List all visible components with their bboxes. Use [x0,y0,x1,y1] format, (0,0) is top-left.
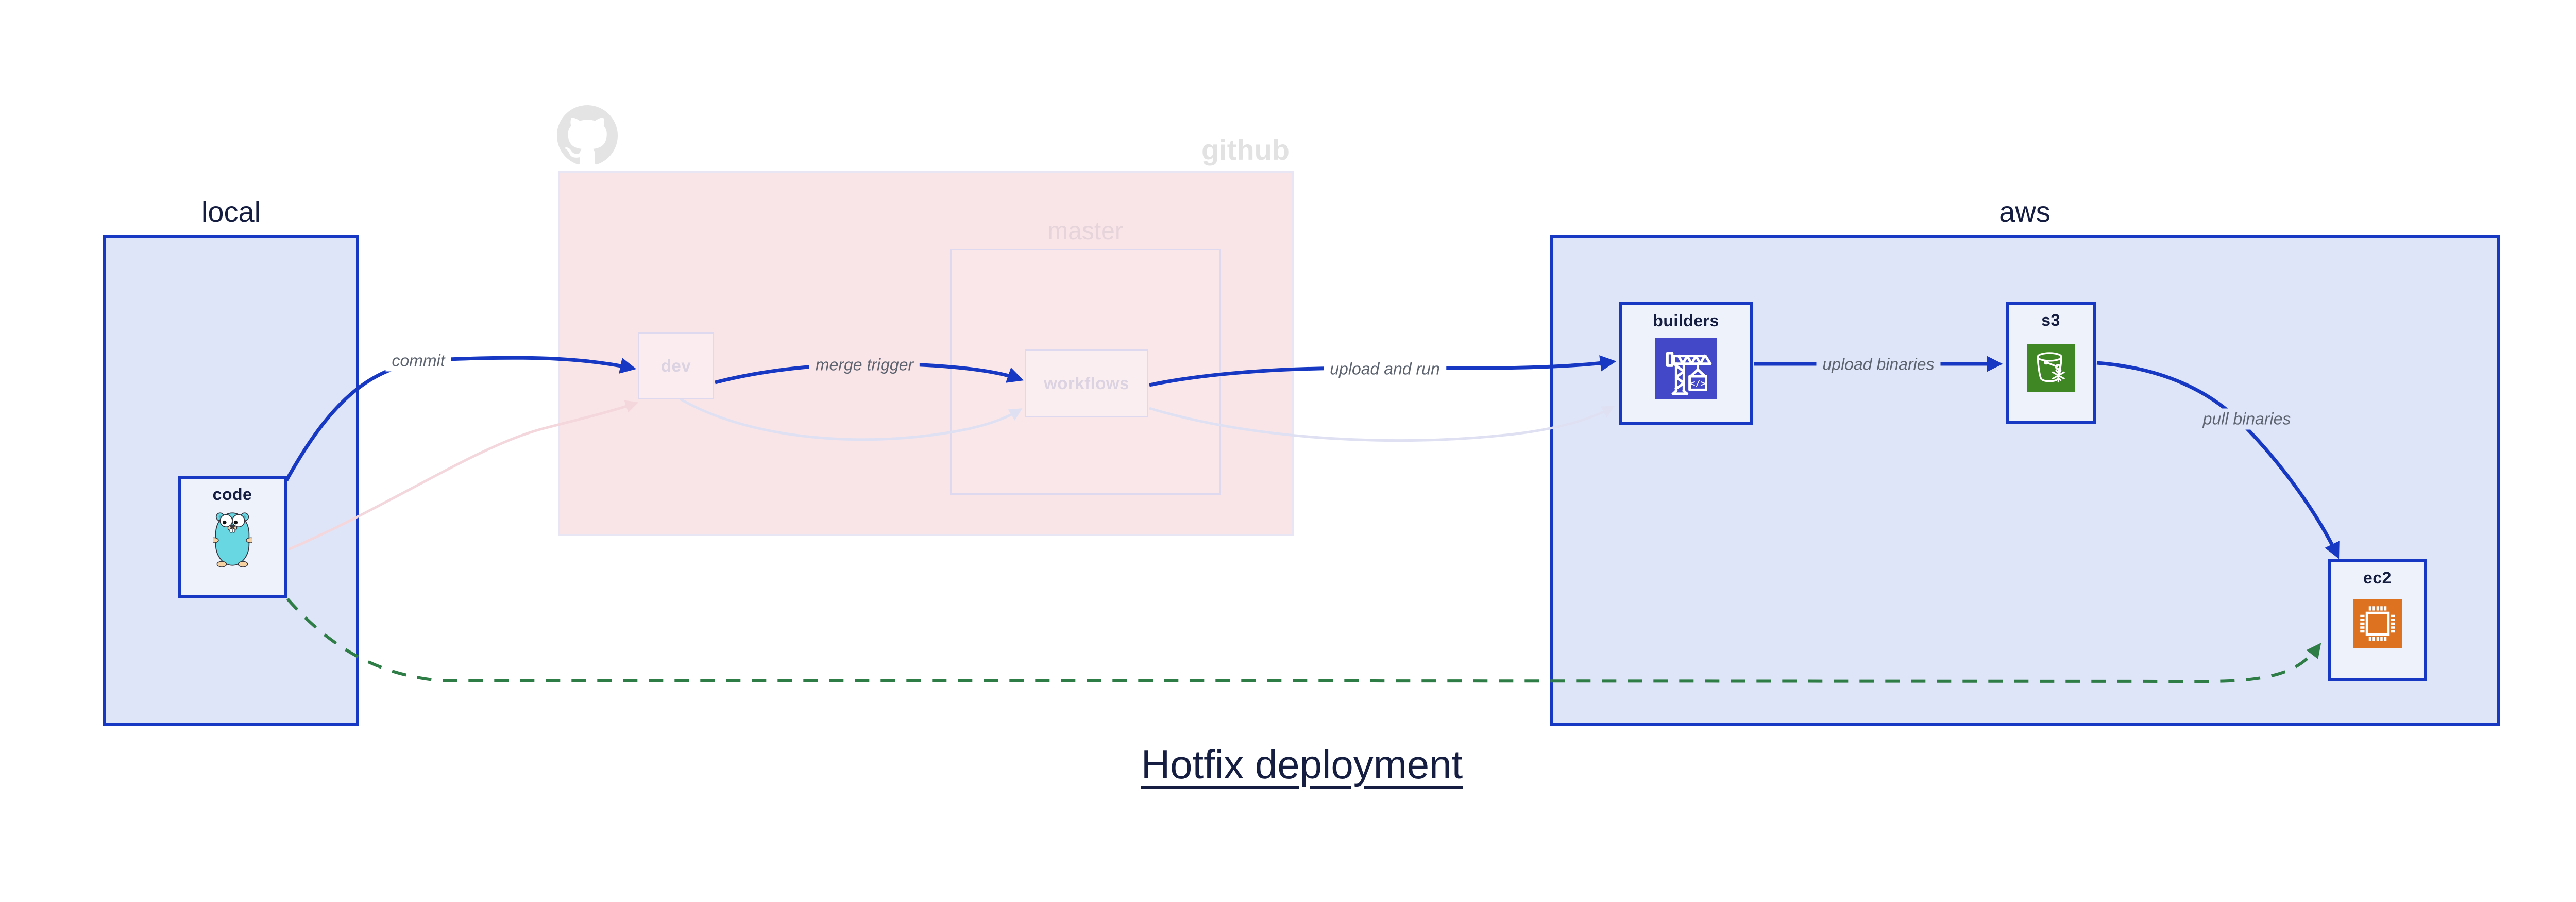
svg-text:</>: </> [1690,378,1705,389]
go-gopher-icon [209,511,256,570]
local-region-label: local [201,195,261,228]
node-workflows: workflows [1025,349,1148,417]
node-ec2: ec2 [2328,559,2427,681]
node-builders-label: builders [1653,311,1719,330]
github-region-label: github [1201,133,1290,166]
node-ec2-label: ec2 [2363,569,2392,587]
master-branch-label: master [1047,218,1123,245]
edge-code-to-dev-faded [288,400,639,551]
edge-workflows-to-builders-faded [1149,406,1615,442]
edge-label-upload-and-run: upload and run [1324,358,1446,380]
edge-pull-binaries [2096,361,2340,559]
node-dev-label: dev [660,356,691,375]
node-workflows-label: workflows [1044,374,1129,393]
edge-label-upload-binaries: upload binaries [1816,354,1941,375]
node-s3: s3 [2006,302,2096,424]
s3-bucket-snowflake-icon [2027,344,2075,394]
node-code: code [178,476,287,598]
aws-region-label: aws [1999,195,2050,228]
diagram-title-text: Hotfix deployment [1141,742,1463,787]
edge-hotfix-dashed [286,598,2321,683]
codebuild-crane-icon: </> [1655,338,1717,402]
github-octocat-icon [557,105,618,166]
diagram-title: Hotfix deployment [0,741,2576,788]
github-region [558,171,1294,536]
node-code-label: code [212,485,252,504]
node-dev: dev [638,332,714,399]
edge-label-commit: commit [385,350,451,372]
node-s3-label: s3 [2041,311,2060,329]
node-builders: builders </> [1619,302,1753,425]
edge-label-merge-trigger: merge trigger [809,354,920,376]
cpu-chip-icon [2352,599,2402,651]
edge-dev-to-workflows-faded [679,397,1023,441]
edge-label-pull-binaries: pull binaries [2196,408,2297,430]
